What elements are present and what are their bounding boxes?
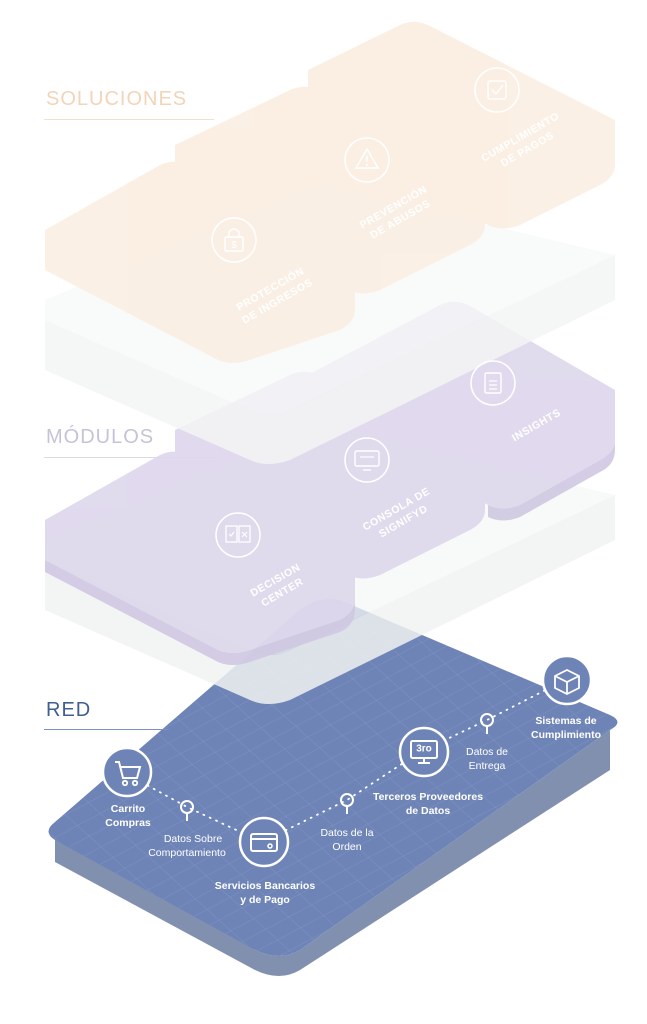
label-entrega-line2: Entrega	[469, 760, 506, 772]
monitor-3ro-icon: 3ro	[398, 726, 450, 778]
terceros-badge-text: 3ro	[416, 744, 432, 755]
tile-decision-center	[45, 451, 355, 653]
section-rule-soluciones	[44, 119, 214, 120]
map-pin-icon	[180, 800, 194, 821]
label-carrito-line2: Compras	[105, 817, 151, 829]
tile-cumplimiento-pagos	[308, 21, 615, 229]
label-terceros-line2: de Datos	[406, 805, 451, 817]
label-orden-line1: Datos de la	[320, 827, 373, 839]
padlock-dollar-icon: $	[211, 217, 257, 263]
label-terceros-line1: Terceros Proveedores	[373, 791, 483, 803]
map-pin-icon	[340, 793, 354, 814]
checkbox-icon	[474, 67, 520, 113]
shopping-cart-icon	[101, 746, 153, 798]
decision-cards-icon	[215, 512, 261, 558]
tile-proteccion-ingresos	[45, 161, 355, 363]
label-sistemas-line1: Sistemas de	[535, 715, 596, 727]
map-pin-icon	[480, 713, 494, 734]
monitor-icon	[344, 437, 390, 483]
label-servicios-line1: Servicios Bancarios	[215, 880, 316, 892]
label-comportamiento-line2: Comportamiento	[148, 847, 226, 859]
tile-prevencion-abusos	[175, 86, 485, 294]
network-path	[122, 679, 566, 843]
soluciones-tiles	[45, 21, 615, 363]
warning-triangle-icon	[344, 137, 390, 183]
section-title-red: RED	[46, 699, 92, 721]
section-title-soluciones: SOLUCIONES	[46, 88, 188, 110]
package-box-icon	[541, 654, 593, 706]
section-rule-red	[44, 729, 169, 730]
report-icon	[470, 360, 516, 406]
label-sistemas-line2: Cumplimiento	[531, 729, 601, 741]
label-entrega-line1: Datos de	[466, 746, 508, 758]
section-rule-modulos	[44, 457, 214, 458]
section-title-modulos: MÓDULOS	[46, 426, 155, 448]
label-comportamiento-line1: Datos Sobre	[164, 833, 223, 845]
label-servicios-line2: y de Pago	[240, 894, 290, 906]
label-carrito-line1: Carrito	[111, 803, 145, 815]
label-orden-line2: Orden	[332, 841, 361, 853]
credit-card-icon	[238, 816, 290, 868]
svg-text:$: $	[231, 240, 237, 251]
